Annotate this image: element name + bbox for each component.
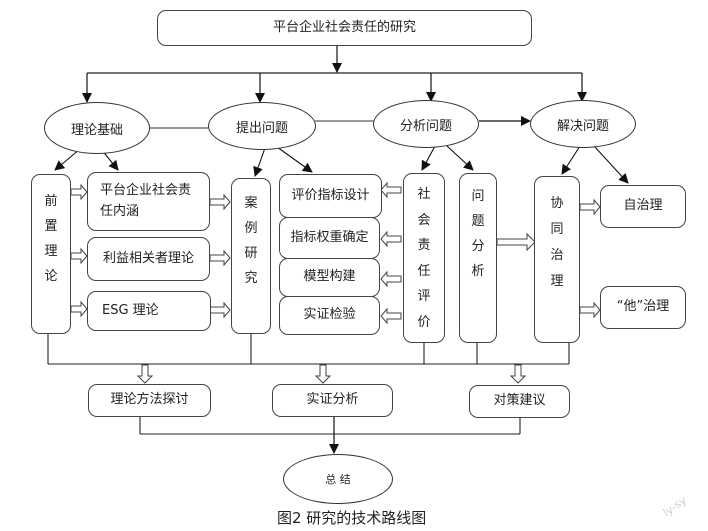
connector-solve-to-self xyxy=(593,145,629,184)
collaborative-governance-label: 协同治理 xyxy=(550,196,564,289)
hollow-arrow xyxy=(380,270,402,288)
stage-solve-problem: 解决问题 xyxy=(530,100,636,148)
hollow-arrow xyxy=(579,301,601,319)
problem-analysis-label: 问题分析 xyxy=(471,189,485,279)
hollow-arrow xyxy=(380,181,402,199)
collaborative-governance-column: 协同治理 xyxy=(534,176,580,343)
connector-solve-to-governance xyxy=(561,145,581,175)
csr-evaluation-column: 社会责任评价 xyxy=(403,173,445,343)
stage-theory-basis: 理论基础 xyxy=(44,102,150,154)
hollow-arrow xyxy=(579,198,601,216)
prior-theory-label: 前置理论 xyxy=(44,194,58,284)
research-topic-box: 平台企业社会责任的研究 xyxy=(157,10,532,46)
case-study-label: 案例研究 xyxy=(244,196,258,286)
eval-item-model: 模型构建 xyxy=(279,258,380,297)
case-study-column: 案例研究 xyxy=(231,178,271,334)
hollow-arrow xyxy=(209,249,231,267)
governance-other: “他”治理 xyxy=(600,286,686,329)
hollow-arrow xyxy=(496,232,536,252)
hollow-arrow xyxy=(509,364,527,384)
hollow-arrow xyxy=(314,364,332,384)
stage-raise-problem: 提出问题 xyxy=(208,102,316,150)
connector-analysis-to-problem-analysis xyxy=(446,145,474,171)
eval-item-empirical-test: 实证检验 xyxy=(279,296,380,335)
hollow-arrow xyxy=(136,364,154,384)
theory-item-stakeholder: 利益相关者理论 xyxy=(87,237,210,281)
hollow-arrow xyxy=(380,230,402,248)
stage-analyze-problem: 分析问题 xyxy=(373,100,479,148)
theory-item-esg: ESG 理论 xyxy=(87,291,211,331)
output-policy-suggestions: 对策建议 xyxy=(469,385,570,418)
problem-analysis-column: 问题分析 xyxy=(459,173,497,343)
hollow-arrow xyxy=(209,301,231,319)
output-theory-methods: 理论方法探讨 xyxy=(88,384,211,417)
connector-problem-to-eval-items xyxy=(276,146,313,173)
hollow-arrow xyxy=(70,247,88,265)
prior-theory-column: 前置理论 xyxy=(31,174,71,334)
hollow-arrow xyxy=(380,307,402,325)
csr-evaluation-label: 社会责任评价 xyxy=(417,187,431,330)
eval-item-indicator-design: 评价指标设计 xyxy=(279,174,382,218)
hollow-arrows xyxy=(70,181,601,384)
figure-caption: 图2 研究的技术路线图 xyxy=(277,509,427,527)
theory-item-platform-csr: 平台企业社会责任内涵 xyxy=(87,172,210,231)
hollow-arrow xyxy=(70,300,88,318)
hollow-arrow xyxy=(70,183,88,201)
output-empirical-analysis: 实证分析 xyxy=(272,384,393,417)
hollow-arrow xyxy=(209,193,231,211)
connector-problem-to-case xyxy=(253,147,266,177)
summary-ellipse: 总 结 xyxy=(283,454,393,504)
eval-item-weight: 指标权重确定 xyxy=(279,217,380,259)
governance-self: 自治理 xyxy=(600,185,686,228)
connector-analysis-to-eval xyxy=(421,145,436,171)
connector-theory-to-column xyxy=(54,148,81,171)
